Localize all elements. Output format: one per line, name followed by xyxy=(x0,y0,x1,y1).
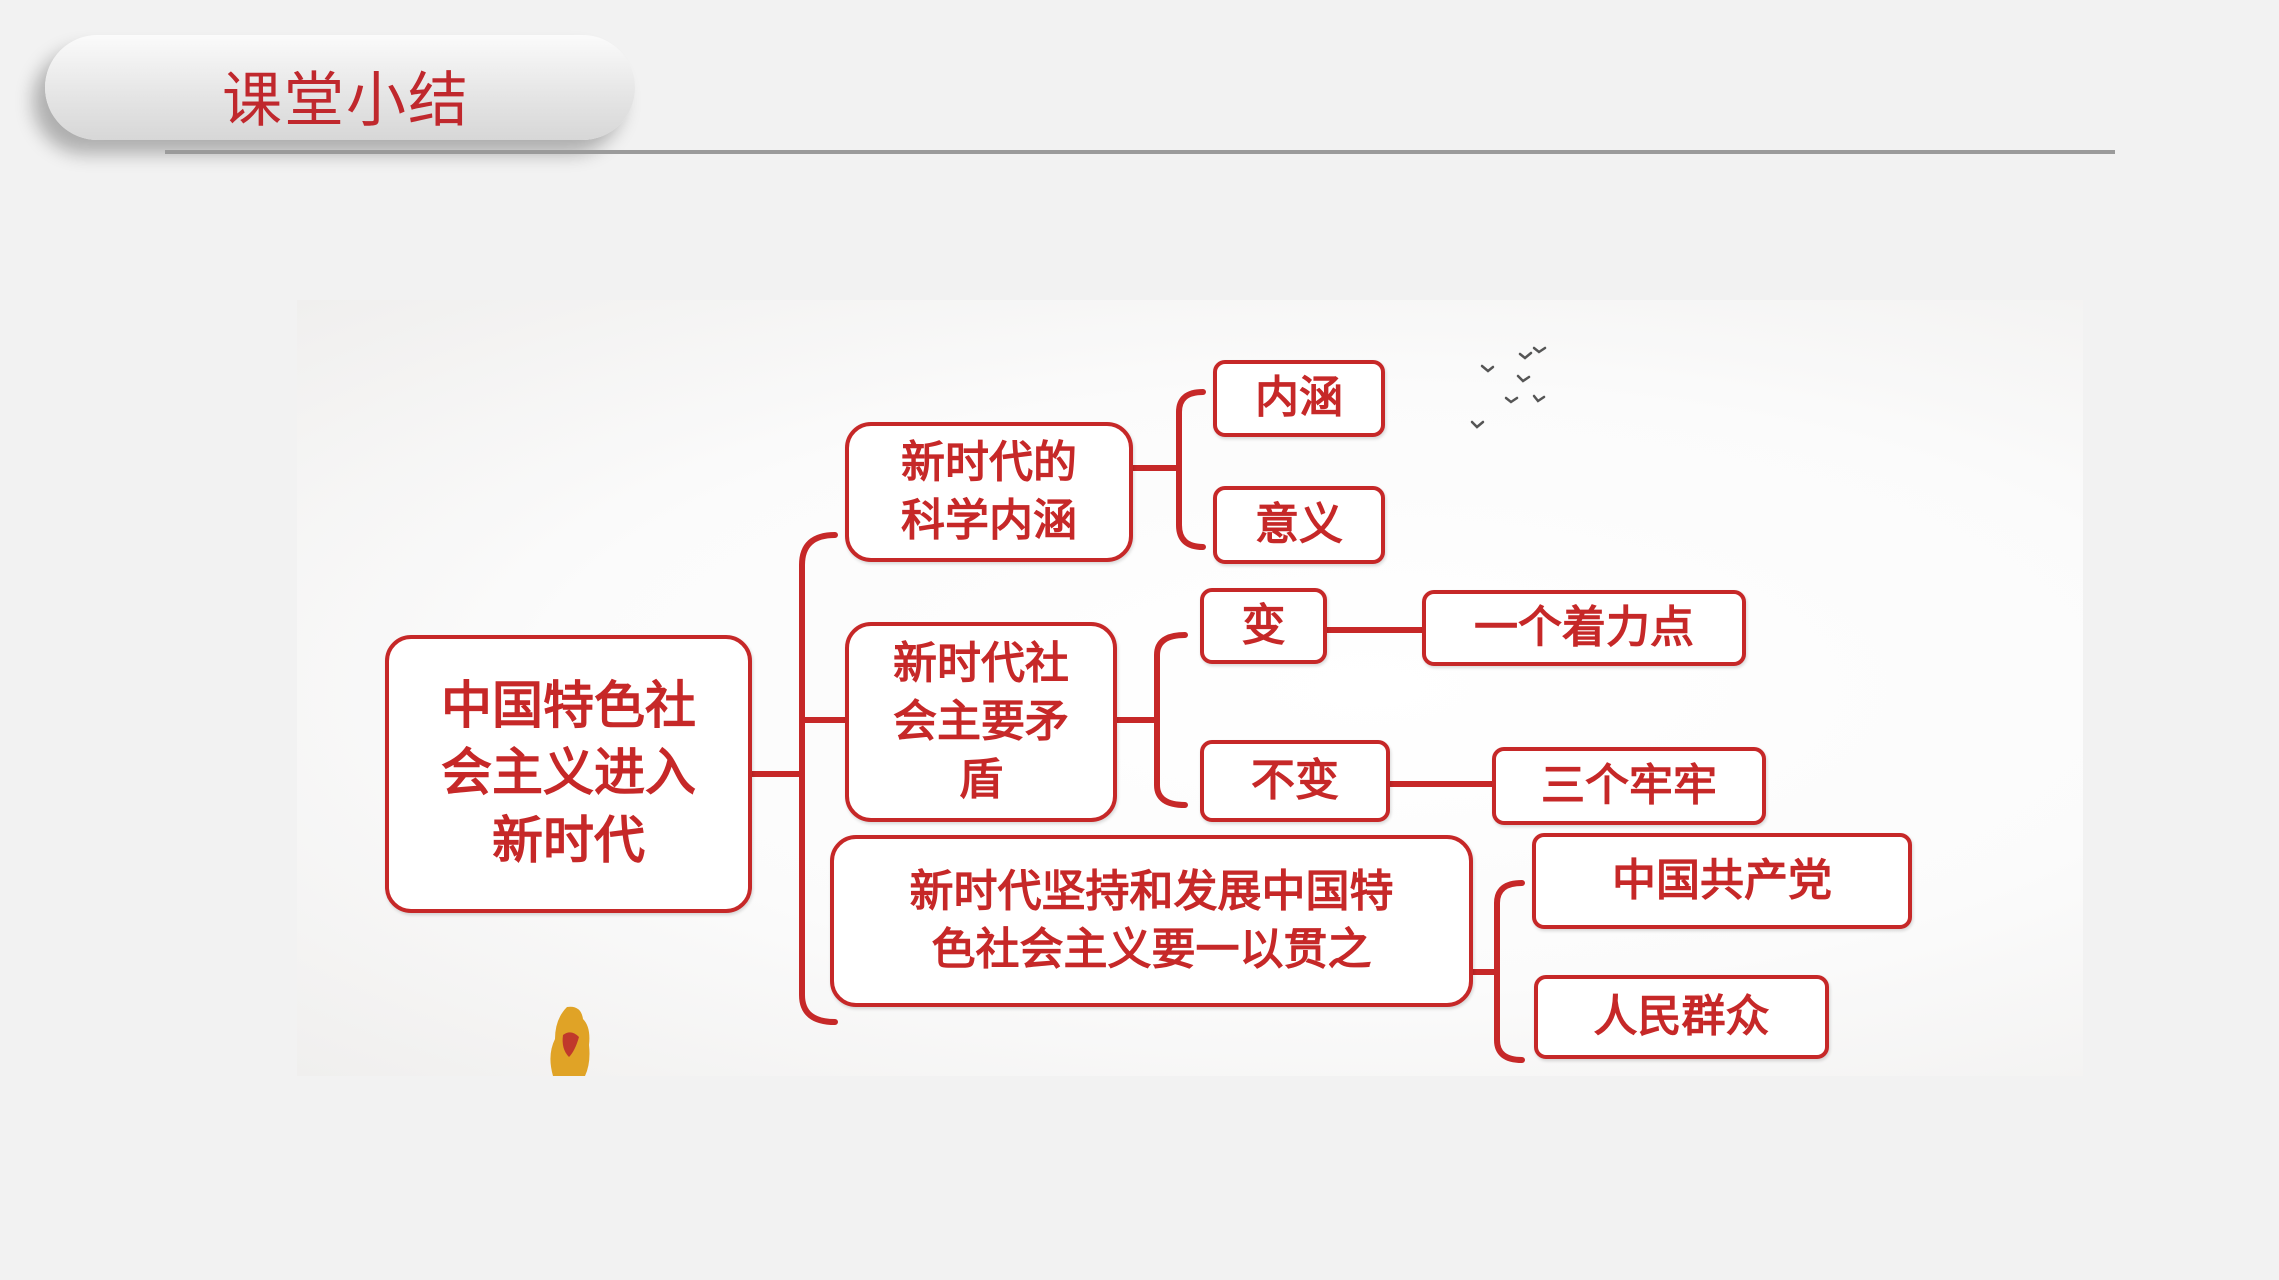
decorative-figure xyxy=(550,1006,590,1076)
child-node-people: 人民群众 xyxy=(1534,975,1829,1059)
title-divider xyxy=(165,150,2115,154)
connector-main-bracket xyxy=(799,532,838,1025)
connector-bracket-1 xyxy=(1176,389,1206,550)
connector-bracket-2 xyxy=(1154,632,1188,808)
child-node-significance: 意义 xyxy=(1213,486,1385,564)
root-node: 中国特色社 会主义进入 新时代 xyxy=(385,635,752,913)
concept-map: 中国特色社 会主义进入 新时代 新时代的 科学内涵 内涵 意义 新时代社 会主要… xyxy=(297,300,2083,1076)
branch-node-1-label: 新时代的 科学内涵 xyxy=(901,436,1077,546)
child-node-cpc: 中国共产党 xyxy=(1532,833,1912,929)
root-node-label: 中国特色社 会主义进入 新时代 xyxy=(440,677,696,871)
branch-node-1: 新时代的 科学内涵 xyxy=(845,422,1133,562)
birds-decoration xyxy=(1470,346,1547,429)
leaf-node-three-firmly: 三个牢牢 xyxy=(1492,747,1766,825)
branch-node-2: 新时代社 会主要矛 盾 xyxy=(845,622,1117,822)
branch-node-2-label: 新时代社 会主要矛 盾 xyxy=(893,637,1069,806)
page-title: 课堂小结 xyxy=(222,66,470,136)
connector-bracket-3 xyxy=(1494,880,1525,1063)
child-node-no-change: 不变 xyxy=(1200,740,1390,822)
title-pill xyxy=(45,35,635,140)
connector-lines xyxy=(749,389,1525,1063)
leaf-node-focus-point: 一个着力点 xyxy=(1422,590,1746,666)
child-node-connotation: 内涵 xyxy=(1213,360,1385,437)
branch-node-3-label: 新时代坚持和发展中国特 色社会主义要一以贯之 xyxy=(909,865,1394,975)
branch-node-3: 新时代坚持和发展中国特 色社会主义要一以贯之 xyxy=(830,835,1473,1007)
child-node-change: 变 xyxy=(1200,588,1327,664)
